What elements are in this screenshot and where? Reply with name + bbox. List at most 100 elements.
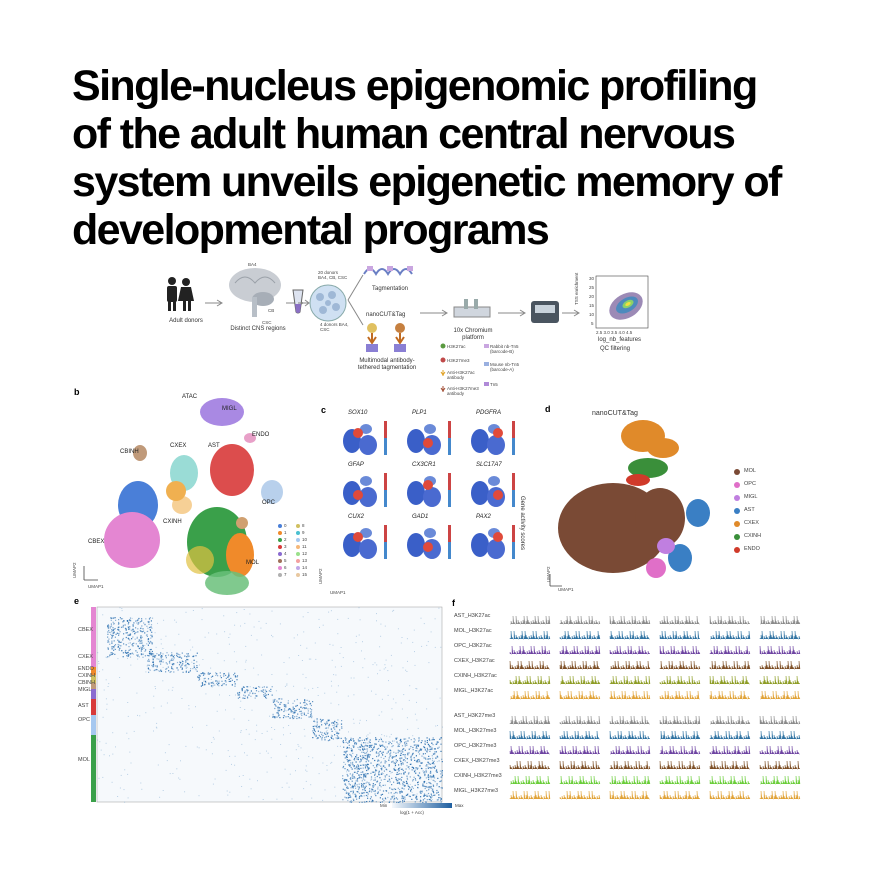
panel-d-letter: d — [545, 404, 551, 414]
panel-d-legend-swatch — [734, 469, 740, 475]
track-signal — [759, 715, 801, 725]
cluster-legend-label: 5 — [284, 558, 287, 563]
track-signal — [610, 745, 651, 755]
track-signal — [709, 775, 751, 785]
track-signal — [709, 615, 751, 625]
track-signal — [609, 615, 651, 625]
track-label: MIGL_H3K27me3 — [454, 788, 499, 794]
track-label: OPC_H3K27me3 — [454, 743, 497, 749]
panel-d-legend-swatch — [734, 482, 740, 488]
track-signal — [559, 760, 601, 770]
track-signal — [509, 675, 551, 685]
cluster-legend-label: 11 — [302, 544, 307, 549]
track-signal — [709, 730, 751, 740]
heatmap-row-label: AST — [78, 703, 89, 709]
legend-mouse-tn5: Mouse nb-Tn5 (barcode-A) — [490, 362, 520, 372]
umap-b-clusters — [83, 398, 283, 595]
cluster-legend-swatch — [278, 573, 282, 577]
track-signal — [559, 715, 601, 725]
gene-label: PLP1 — [412, 410, 427, 416]
track-signal — [559, 690, 601, 700]
gene-activity-scale-label: Gene activity scores — [519, 496, 525, 551]
gene-label: GAD1 — [412, 514, 429, 520]
cluster-legend-swatch — [296, 566, 300, 570]
region-ba4: BA4 — [248, 262, 257, 267]
heatmap-row-label: MIGL — [78, 687, 92, 693]
track-signal — [559, 660, 601, 670]
umap-d-xlabel: UMAP1 — [558, 587, 574, 592]
track-signal — [510, 775, 551, 785]
cluster-legend-swatch — [278, 538, 282, 542]
cluster-label-migl: MIGL — [222, 406, 237, 412]
umap-c-xlabel: UMAP1 — [330, 590, 346, 595]
arrow-1 — [205, 299, 223, 307]
panel-d-legend-swatch — [734, 547, 740, 553]
legend-anti-ac: Anti-H3K27ac antibody — [447, 370, 475, 380]
gene-label: SLC17A7 — [476, 462, 502, 468]
panel-f-letter: f — [452, 598, 455, 608]
track-label: CXINH_H3K27ac — [454, 673, 497, 679]
cluster-legend-swatch — [296, 573, 300, 577]
panel-d-legend-swatch — [734, 495, 740, 501]
track-signal — [609, 690, 651, 700]
panel-d-title: nanoCUT&Tag — [592, 410, 638, 417]
nanocut-label: nanoCUT&Tag — [366, 312, 406, 318]
cluster-legend-swatch — [278, 524, 282, 528]
track-signal — [660, 730, 701, 740]
legend-anti-me3: Anti-H3K27me3 antibody — [447, 386, 479, 396]
cluster-legend-swatch — [296, 559, 300, 563]
track-signal — [759, 790, 801, 800]
gene-label: CX3CR1 — [412, 462, 436, 468]
qc-ylabel: TSS enrichment — [574, 272, 579, 305]
track-signal — [609, 715, 650, 725]
donors-top-label: 20 donors BA4, CB, CSC — [318, 270, 348, 280]
track-signal — [759, 760, 801, 770]
track-signal — [709, 745, 751, 755]
heatmap-scale-label: log(1 + Acc) — [400, 810, 424, 815]
track-label: AST_H3K27ac — [454, 613, 491, 619]
cluster-label-mol: MOL — [246, 560, 260, 566]
cluster-label-cxinh: CXINH — [163, 519, 182, 525]
track-label: AST_H3K27me3 — [454, 713, 496, 719]
heatmap-row-label: ENDO — [78, 666, 94, 672]
cluster-label-cbinh: CBINH — [120, 449, 139, 455]
track-signal — [559, 615, 601, 625]
track-signal — [710, 715, 751, 725]
track-signal — [659, 790, 701, 800]
track-signal — [509, 745, 550, 755]
qc-ytick-0: 30 — [589, 276, 595, 281]
qc-title: QC filtering — [600, 346, 631, 352]
track-signal — [559, 775, 601, 785]
qc-ytick-3: 15 — [589, 303, 595, 308]
legend-rabbit-tn5: Rabbit nb-Tn5 (barcode-B) — [490, 344, 519, 354]
qc-ytick-1: 25 — [589, 285, 595, 290]
chromium-chip-icon — [453, 299, 491, 318]
cluster-label-opc: OPC — [262, 500, 276, 506]
cluster-legend-label: 9 — [302, 530, 305, 535]
track-signal — [659, 690, 700, 700]
cluster-label-cxex: CXEX — [170, 443, 187, 449]
track-signal — [659, 745, 701, 755]
legend-h3k27me3: H3K27me3 — [447, 358, 470, 363]
qc-ytick-2: 20 — [589, 294, 595, 299]
panel-e-letter: e — [74, 596, 80, 606]
platform-label: 10x Chromium platform — [453, 328, 493, 341]
gene-label: SOX10 — [348, 410, 368, 416]
cluster-legend-swatch — [278, 545, 282, 549]
track-signal — [709, 660, 751, 670]
track-signal — [759, 645, 801, 655]
gene-umap-mini — [471, 525, 515, 559]
cluster-legend-swatch — [296, 545, 300, 549]
cluster-legend-label: 8 — [302, 523, 305, 528]
track-signal — [509, 760, 551, 770]
cluster-label-endo: ENDO — [252, 432, 270, 438]
track-signal — [560, 675, 601, 685]
track-signal — [659, 760, 701, 770]
gene-umap-mini — [343, 421, 387, 455]
track-signal — [509, 715, 551, 725]
track-signal — [760, 615, 801, 625]
cluster-legend-label: 15 — [302, 572, 308, 577]
track-signal — [659, 645, 701, 655]
title-line-4: developmental programs — [72, 206, 550, 254]
panel-d-legend-swatch — [734, 508, 740, 514]
